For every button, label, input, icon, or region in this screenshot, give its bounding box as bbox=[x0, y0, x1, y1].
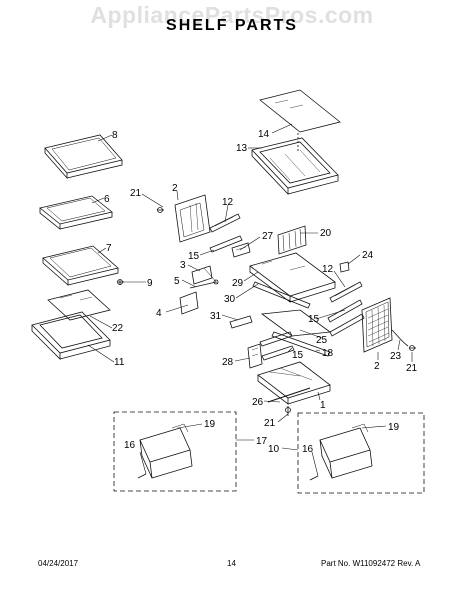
callout-21-c: 21 bbox=[264, 418, 276, 429]
callout-12-b: 12 bbox=[322, 264, 334, 275]
callout-16-a: 16 bbox=[124, 440, 136, 451]
part-31-bar bbox=[229, 315, 253, 329]
part-12-rail bbox=[209, 213, 241, 233]
part-8-shelf-frame bbox=[44, 134, 123, 180]
part-11-frame-tray bbox=[31, 311, 111, 360]
part-5-pin bbox=[189, 279, 219, 289]
callout-16-b: 16 bbox=[302, 444, 314, 455]
part-26-rod bbox=[267, 387, 311, 403]
part-1-tray bbox=[257, 361, 331, 405]
part-3-latch bbox=[191, 265, 219, 285]
callout-2-b: 2 bbox=[374, 361, 380, 372]
part-21-screw-a bbox=[157, 207, 164, 213]
callout-21-b: 21 bbox=[406, 363, 418, 374]
part-7-shelf bbox=[42, 245, 119, 286]
callout-19-b: 19 bbox=[388, 422, 400, 433]
footer-part-number: Part No. W11092472 Rev. A bbox=[321, 559, 421, 568]
dashed-box-left bbox=[113, 411, 237, 492]
part-25-divider-rail bbox=[260, 309, 332, 337]
part-18-slide-rod bbox=[271, 331, 331, 357]
part-10-drawer-right bbox=[319, 423, 373, 479]
leader-lines bbox=[87, 123, 413, 477]
callout-20: 20 bbox=[320, 228, 332, 239]
callout-23: 23 bbox=[390, 351, 402, 362]
part-20-divider bbox=[277, 225, 307, 255]
part-6-shelf bbox=[39, 195, 113, 230]
part-14-top-glass bbox=[259, 89, 341, 133]
callout-15-a: 15 bbox=[188, 251, 200, 262]
callout-3: 3 bbox=[180, 260, 186, 271]
footer-page-number: 14 bbox=[227, 559, 236, 568]
part-21-screw-b bbox=[409, 345, 416, 351]
part-16-clip-right bbox=[309, 475, 319, 481]
callout-11: 11 bbox=[114, 357, 125, 368]
part-15-slide-b bbox=[327, 299, 365, 337]
page-title: SHELF PARTS bbox=[166, 17, 298, 34]
callout-31: 31 bbox=[210, 311, 222, 322]
part-22-glass bbox=[47, 289, 111, 321]
part-30-rod bbox=[252, 281, 311, 309]
callout-1: 1 bbox=[320, 400, 326, 411]
callout-4: 4 bbox=[156, 308, 162, 319]
part-17-drawer-left bbox=[139, 423, 193, 479]
footer-date: 04/24/2017 bbox=[38, 559, 79, 568]
callout-15-c: 15 bbox=[292, 350, 304, 361]
callout-22: 22 bbox=[112, 323, 124, 334]
part-29-cover bbox=[249, 252, 336, 303]
callout-2-a: 2 bbox=[172, 183, 178, 194]
part-23-wire bbox=[391, 329, 409, 347]
callout-18: 18 bbox=[322, 348, 334, 359]
part-15-slide-c bbox=[259, 331, 295, 361]
callout-6: 6 bbox=[104, 194, 110, 205]
callout-30: 30 bbox=[224, 294, 236, 305]
callout-12-a: 12 bbox=[222, 197, 234, 208]
part-28-bracket bbox=[247, 343, 263, 369]
callout-19-a: 19 bbox=[204, 419, 216, 430]
part-12-rail-b bbox=[329, 281, 363, 303]
callout-labels: 8 6 7 9 22 11 14 13 21 2 12 27 20 15 3 5… bbox=[104, 129, 418, 455]
part-2-bracket bbox=[174, 194, 211, 243]
part-13-top-shelf-frame bbox=[251, 137, 339, 196]
part-21-screw-c bbox=[285, 406, 291, 416]
callout-7: 7 bbox=[106, 243, 112, 254]
callout-29: 29 bbox=[232, 278, 244, 289]
part-2-grille-panel bbox=[361, 297, 393, 353]
callout-14: 14 bbox=[258, 129, 270, 140]
callout-8: 8 bbox=[112, 130, 118, 141]
callout-25: 25 bbox=[316, 335, 328, 346]
callout-17: 17 bbox=[256, 436, 268, 447]
callout-27: 27 bbox=[262, 231, 274, 242]
callout-5: 5 bbox=[174, 276, 180, 287]
callout-9: 9 bbox=[147, 278, 153, 289]
callout-21-a: 21 bbox=[130, 188, 142, 199]
callout-13: 13 bbox=[236, 143, 248, 154]
part-24-clip bbox=[339, 261, 350, 273]
callout-15-b: 15 bbox=[308, 314, 320, 325]
callout-24: 24 bbox=[362, 250, 374, 261]
watermark: AppliancePartsPros.com bbox=[90, 2, 374, 28]
part-16-clip-left bbox=[137, 473, 147, 479]
part-4-handle bbox=[179, 291, 199, 315]
dashed-box-right bbox=[297, 412, 425, 494]
callout-28: 28 bbox=[222, 357, 234, 368]
callout-10: 10 bbox=[268, 444, 280, 455]
callout-26: 26 bbox=[252, 397, 264, 408]
